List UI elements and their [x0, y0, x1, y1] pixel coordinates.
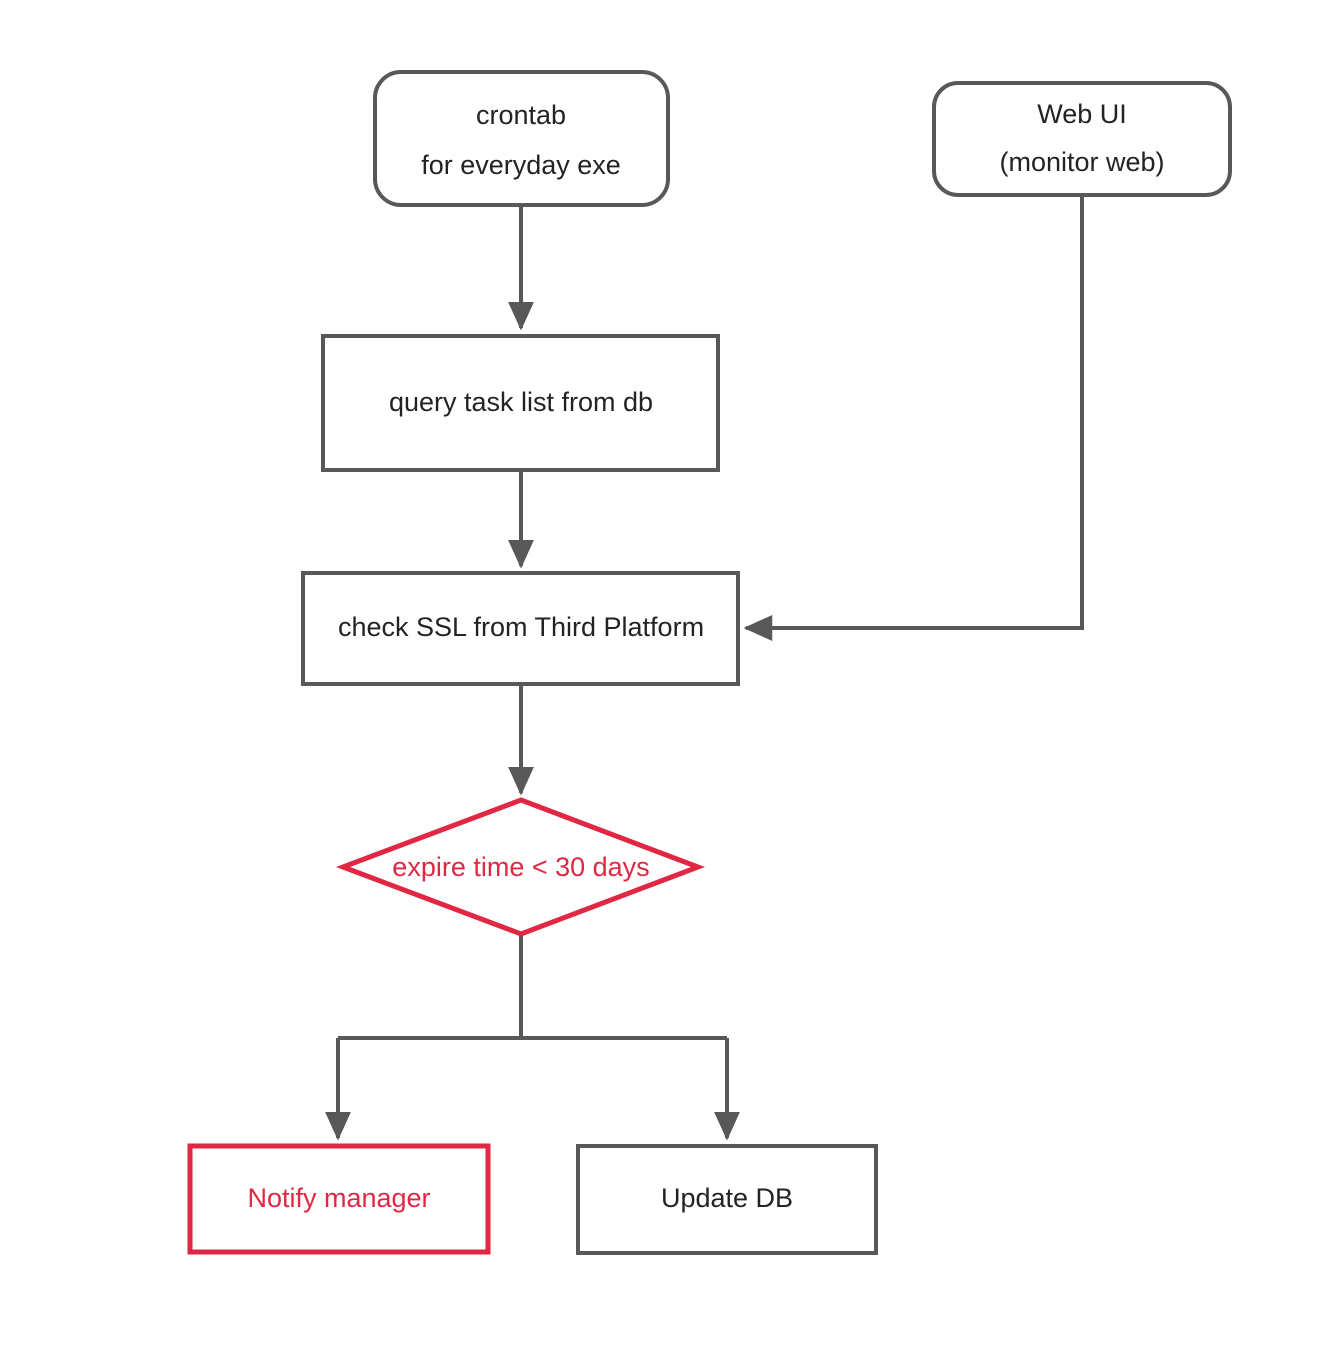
- node-update-db-shape: [576, 1144, 878, 1255]
- node-web-ui-shape: [932, 81, 1232, 197]
- node-update-db[interactable]: Update DB: [576, 1144, 878, 1255]
- node-notify-manager[interactable]: Notify manager: [187, 1143, 491, 1255]
- node-expire-decision[interactable]: expire time < 30 days: [335, 797, 706, 937]
- node-notify-manager-label: Notify manager: [247, 1183, 430, 1213]
- node-check-ssl-shape: [301, 571, 740, 686]
- node-crontab-shape: [373, 70, 670, 207]
- node-web-ui-line-1: Web UI: [1037, 99, 1127, 129]
- node-query-task-list[interactable]: query task list from db: [321, 334, 720, 472]
- node-update-db-label: Update DB: [661, 1183, 793, 1213]
- node-expire-decision-label: expire time < 30 days: [392, 852, 649, 882]
- node-web-ui-line-2: (monitor web): [999, 147, 1164, 177]
- node-check-ssl[interactable]: check SSL from Third Platform: [301, 571, 740, 686]
- node-crontab-line-2: for everyday exe: [421, 150, 621, 180]
- node-crontab[interactable]: crontab for everyday exe: [373, 70, 670, 207]
- node-crontab-line-1: crontab: [476, 100, 566, 130]
- node-query-task-list-shape: [321, 334, 720, 472]
- node-check-ssl-label: check SSL from Third Platform: [338, 612, 704, 642]
- node-web-ui[interactable]: Web UI (monitor web): [932, 81, 1232, 197]
- edge-webui-to-check: [743, 195, 1084, 641]
- node-expire-decision-shape: [335, 797, 706, 937]
- node-query-task-list-label: query task list from db: [389, 387, 653, 417]
- node-notify-manager-shape: [187, 1143, 491, 1255]
